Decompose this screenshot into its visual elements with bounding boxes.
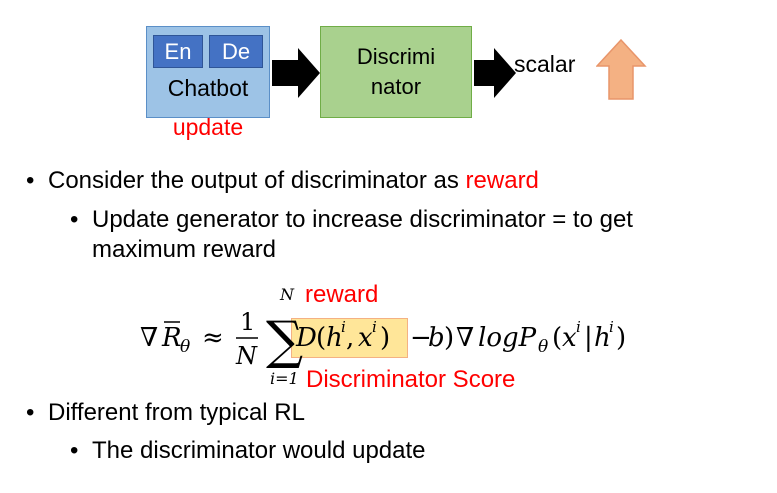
bullet-2-sub-text: The discriminator would update	[92, 437, 426, 464]
svg-text:): )	[444, 323, 454, 353]
scalar-label: scalar	[514, 51, 576, 77]
formula-reward-label: reward	[305, 281, 379, 308]
chatbot-box: En De Chatbot	[146, 26, 270, 118]
bullet-1-text: Consider the output of discriminator as	[48, 167, 466, 194]
bullet-2: • Different from typical RL	[26, 398, 305, 428]
encoder-box: En	[153, 35, 203, 68]
up-arrow-icon	[596, 38, 647, 100]
svg-text:x: x	[562, 323, 577, 353]
bullet-1-sub: • Update generator to increase discrimin…	[70, 205, 692, 265]
discriminator-label: Discrimi nator	[356, 44, 436, 99]
svg-text:θ: θ	[538, 337, 548, 357]
discriminator-score-highlight	[291, 318, 408, 358]
bullet-dot: •	[70, 206, 79, 233]
bullet-dot: •	[26, 399, 35, 426]
fraction-numerator: 1	[240, 308, 255, 336]
svg-text:(: (	[316, 323, 326, 353]
svg-text:D: D	[295, 323, 317, 353]
policy-gradient-formula: ∇ R θ ≈ 1 N ∑ N i=1 D ( h i , x i ) − b …	[140, 285, 626, 388]
bullet-1-sub-text: Update generator to increase discriminat…	[92, 206, 633, 263]
svg-text:x: x	[358, 323, 373, 353]
chatbot-label: Chatbot	[167, 75, 249, 101]
svg-text:≈: ≈	[202, 323, 224, 353]
arrow-discriminator-to-scalar	[474, 48, 516, 98]
svg-text:): )	[380, 323, 390, 353]
bullet-dot: •	[70, 437, 79, 464]
svg-text:θ: θ	[180, 337, 190, 357]
svg-text:i: i	[576, 318, 581, 336]
svg-text:∑: ∑	[266, 311, 303, 371]
discriminator-box: Discrimi nator	[320, 26, 472, 118]
bullet-2-text: Different from typical RL	[48, 399, 305, 426]
svg-text:h: h	[326, 323, 343, 353]
svg-text:R: R	[161, 323, 182, 353]
svg-text:i: i	[609, 318, 614, 336]
svg-text:|: |	[584, 323, 593, 353]
svg-text:i: i	[341, 318, 346, 336]
bullet-2-sub: • The discriminator would update	[70, 436, 426, 466]
svg-text:h: h	[594, 323, 611, 353]
svg-text:∇: ∇	[140, 323, 158, 353]
svg-text:): )	[616, 323, 626, 353]
update-label: update	[172, 114, 244, 140]
arrow-chatbot-to-discriminator	[272, 48, 320, 98]
svg-text:,: ,	[346, 323, 354, 353]
svg-text:∇: ∇	[456, 323, 474, 353]
fraction-denominator: N	[235, 342, 258, 370]
decoder-box: De	[209, 35, 263, 68]
svg-text:−: −	[410, 323, 432, 353]
bullet-dot: •	[26, 167, 35, 194]
svg-text:b: b	[428, 323, 445, 353]
sum-lower-limit: i=1	[270, 369, 299, 388]
svg-text:(: (	[552, 323, 562, 353]
sum-upper-limit: N	[279, 285, 295, 304]
svg-text:logP: logP	[478, 323, 537, 353]
bullet-1: • Consider the output of discriminator a…	[26, 166, 539, 196]
bullet-1-highlight: reward	[465, 167, 539, 194]
formula-score-label: Discriminator Score	[306, 366, 516, 393]
svg-text:i: i	[372, 318, 377, 336]
